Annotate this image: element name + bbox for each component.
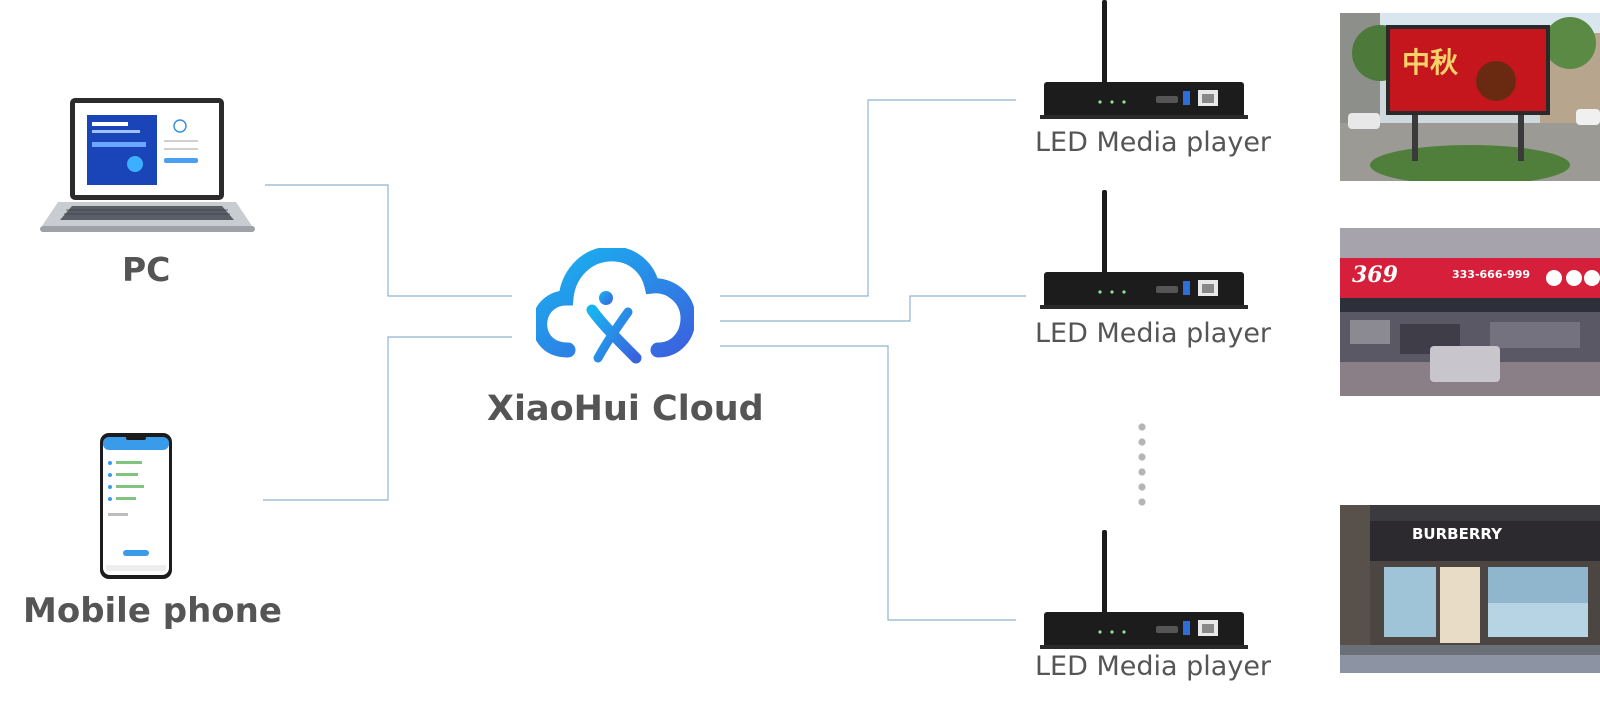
street-banner-text: 369 [1352,262,1398,288]
player-label-2: LED Media player [1035,318,1272,349]
pc-label: PC [122,250,171,289]
cloud-logo-icon [536,248,694,364]
street-banner-phone: 333-666-999 [1452,268,1531,281]
led-media-player-icon [1040,190,1248,309]
laptop-icon [40,98,255,232]
storefront-sign: BURBERRY [1412,525,1502,543]
storefront-photo: BURBERRY [1340,505,1600,673]
player-3-connector [720,345,1016,621]
mobile-phone-label: Mobile phone [23,591,282,631]
player-label-3: LED Media player [1035,651,1272,682]
player-1-connector [720,99,1016,297]
billboard-photo: 中秋 [1340,13,1600,181]
player-2-connector [720,295,1026,322]
more-players-dots [1138,423,1146,506]
mobile-phone-icon [100,433,172,579]
billboard-text: 中秋 [1402,46,1459,79]
pc-connector [265,184,512,297]
player-label-1: LED Media player [1035,127,1272,158]
street-banner-photo: 369 333-666-999 [1340,228,1600,396]
led-media-player-icon [1040,0,1248,119]
led-media-player-icon [1040,530,1248,649]
cloud-label: XiaoHui Cloud [487,389,764,429]
mobile-connector [263,336,512,501]
